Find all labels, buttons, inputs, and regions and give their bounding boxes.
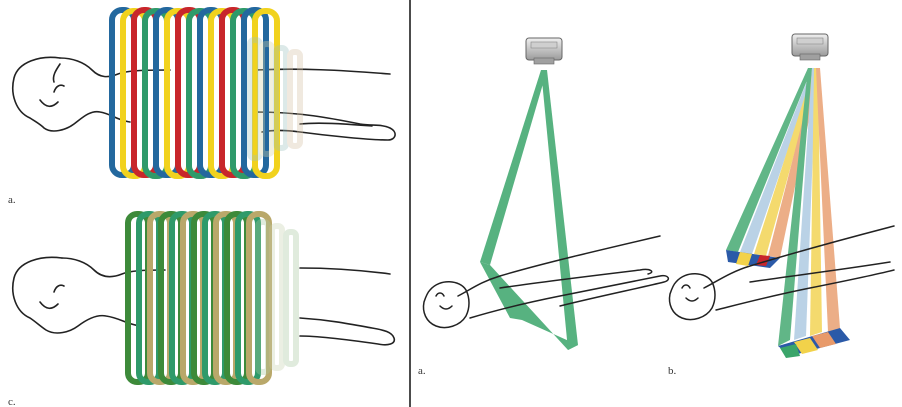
label-right-b: b. bbox=[668, 365, 677, 377]
label-right-a: a. bbox=[418, 365, 426, 377]
label-bottom-left: c. bbox=[8, 396, 16, 407]
panel-right-a bbox=[424, 38, 669, 350]
x-ray-tube-icon bbox=[792, 34, 828, 60]
green-spiral-rings bbox=[128, 214, 269, 382]
multi-slice-fan-beams bbox=[726, 68, 840, 346]
x-ray-tube-icon bbox=[526, 38, 562, 64]
label-top-left: a. bbox=[8, 194, 16, 206]
panel-bottom-left bbox=[13, 214, 395, 382]
patient-outline-right-a bbox=[424, 236, 669, 328]
panel-top-left bbox=[13, 10, 395, 176]
patient-outline-top bbox=[13, 57, 395, 140]
faded-rings-top bbox=[250, 40, 300, 158]
panel-right-b bbox=[670, 34, 895, 358]
faded-rings-bottom bbox=[258, 222, 296, 372]
fan-beam-green bbox=[480, 70, 578, 350]
